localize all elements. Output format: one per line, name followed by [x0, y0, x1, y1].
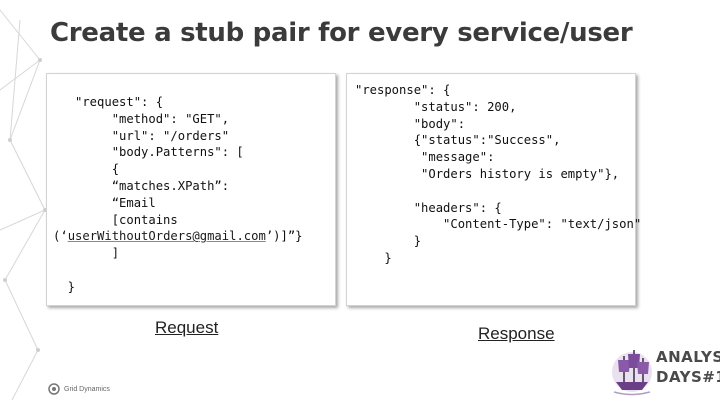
code-line: "Orders history is empty"},: [355, 166, 620, 181]
code-line: "url": "/orders": [53, 128, 230, 143]
code-line: "message":: [355, 150, 495, 165]
code-line: "request": {: [53, 95, 164, 109]
request-code-block: "request": { "method": "GET", "url": "/o…: [53, 94, 303, 296]
code-line: "body.Patterns": [: [53, 145, 244, 160]
request-caption: Request: [155, 318, 219, 337]
event-name-line1: ANALYST: [656, 348, 720, 366]
code-line: {"status":"Success",: [355, 133, 561, 148]
code-line: }: [355, 250, 392, 265]
code-line: }: [355, 234, 422, 249]
code-line: "method": "GET",: [53, 111, 230, 126]
code-line: "headers": {: [355, 200, 502, 215]
company-name: Grid Dynamics: [64, 385, 110, 393]
response-code-block: "response": { "status": 200, "body": {"s…: [355, 82, 641, 267]
code-line: "response": {: [355, 83, 451, 97]
code-line: [contains: [53, 212, 178, 227]
code-line: "status": 200,: [355, 99, 517, 114]
code-line: ]: [53, 246, 120, 261]
ship-icon: [612, 350, 652, 396]
request-code-panel: "request": { "method": "GET", "url": "/o…: [46, 73, 336, 306]
code-line: "body":: [355, 116, 466, 131]
slide-title: Create a stub pair for every service/use…: [50, 18, 633, 48]
code-line: (‘: [53, 229, 68, 244]
code-line: “matches.XPath”:: [53, 178, 230, 193]
response-caption: Response: [478, 324, 555, 343]
company-logo: Grid Dynamics: [48, 383, 110, 395]
code-line: "Content-Type": "text/json": [355, 217, 642, 232]
email-link[interactable]: userWithoutOrders@gmail.com: [67, 229, 266, 244]
code-line: “Email: [53, 195, 156, 210]
code-line: {: [53, 162, 120, 177]
response-code-panel: "response": { "status": 200, "body": {"s…: [346, 73, 641, 306]
code-line-suffix: ’)]”}: [265, 229, 303, 244]
grid-dynamics-logo-icon: [48, 383, 60, 395]
code-line: }: [53, 279, 76, 294]
event-name-line2: DAYS#10: [656, 368, 720, 386]
event-logo: ANALYST DAYS#10: [610, 342, 720, 402]
